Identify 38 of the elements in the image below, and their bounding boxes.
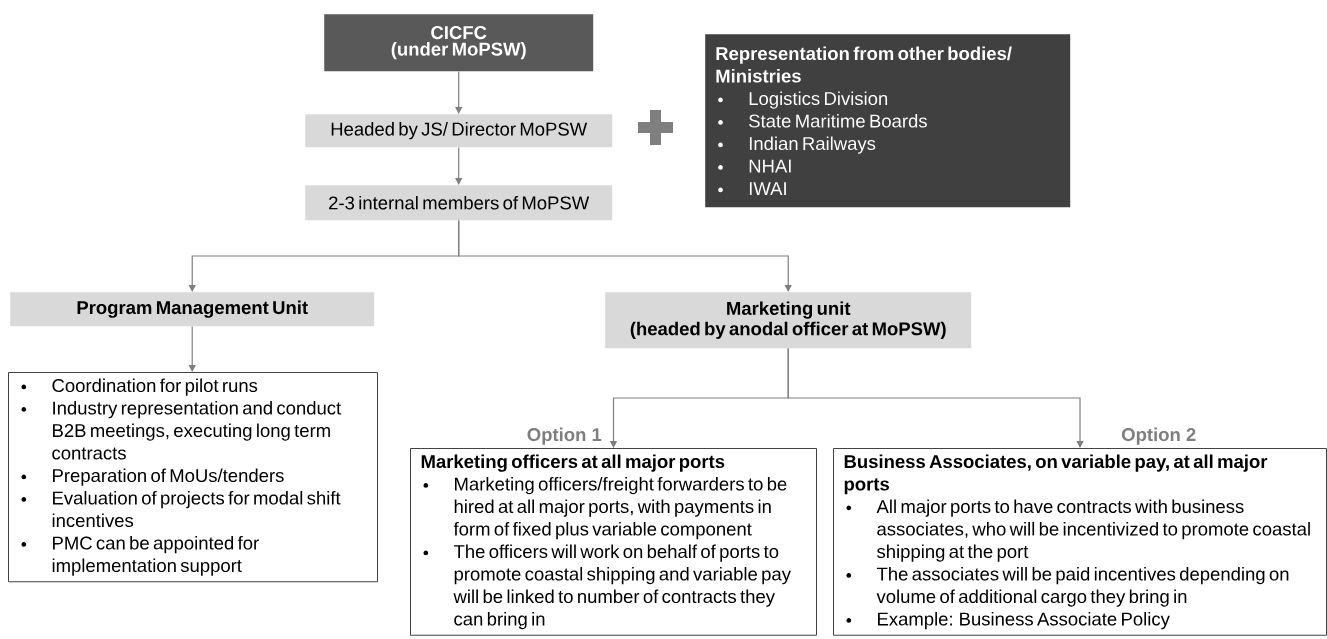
bullet-item: IWAI <box>718 182 786 195</box>
bullet-item: The officers will work on behalf of ports to promote coastal shipping and variable pay will be linked to number of contracts they can bring in <box>423 544 791 630</box>
arrow <box>458 219 792 292</box>
subheading-text: (headed by anodal officer at MoPSW) <box>630 321 946 339</box>
bullet-item: Coordination for pilot runs <box>21 378 258 396</box>
bullet-item: State Maritime Boards <box>718 114 927 128</box>
bullet-item: Example: Business Associate Policy <box>846 612 1170 630</box>
box-heading: Representation from other bodies/ Ministries <box>716 46 1012 83</box>
bullet-item: The associates will be paid incentives depending on volume of additional cargo they bring in <box>846 567 1289 607</box>
box-heading: Marketing officers at all major ports <box>421 454 725 472</box>
unit-box <box>605 292 972 349</box>
bullet-item: Evaluation of projects for modal shift incentives <box>21 491 341 528</box>
list-box <box>8 372 378 583</box>
bullet-item: PMC can be appointed for implementation support <box>21 536 259 576</box>
heading-text: CICFC <box>431 26 487 40</box>
option-label: Option 1 <box>527 427 602 445</box>
option-label: Option 2 <box>1121 427 1196 445</box>
bullet-item: All major ports to have contracts with business associates, who will be incentivized to promote coastal shipping at the port <box>846 499 1310 562</box>
arrow <box>455 70 463 114</box>
arrow <box>188 325 196 372</box>
list-box <box>410 448 817 636</box>
arrow <box>787 347 1084 448</box>
box-heading: Business Associates, on variable pay, at all major ports <box>844 454 1268 495</box>
list-box <box>705 34 1071 208</box>
bullet-item: Preparation of MoUs/tenders <box>21 468 284 486</box>
bullet-item: Marketing officers/freight forwarders to be hired at all major ports, with payments in form of fixed plus variable component <box>423 477 787 540</box>
bullet-item: Industry representation and conduct B2B meetings, executing long term contracts <box>21 401 342 460</box>
arrow <box>455 146 463 185</box>
bullet-item: Indian Railways <box>718 136 876 154</box>
heading-text: Marketing unit <box>727 301 851 319</box>
bullet-item: NHAI <box>718 159 791 173</box>
subheading-text: (under MoPSW) <box>391 42 526 60</box>
label-box: 2-3 internal members of MoPSW <box>305 185 613 221</box>
title-box <box>324 14 594 72</box>
list-box <box>833 448 1327 636</box>
label-box: Headed by JS/ Director MoPSW <box>305 114 613 148</box>
unit-box: Program Management Unit <box>10 292 375 327</box>
bullet-item: Logistics Division <box>718 91 888 109</box>
